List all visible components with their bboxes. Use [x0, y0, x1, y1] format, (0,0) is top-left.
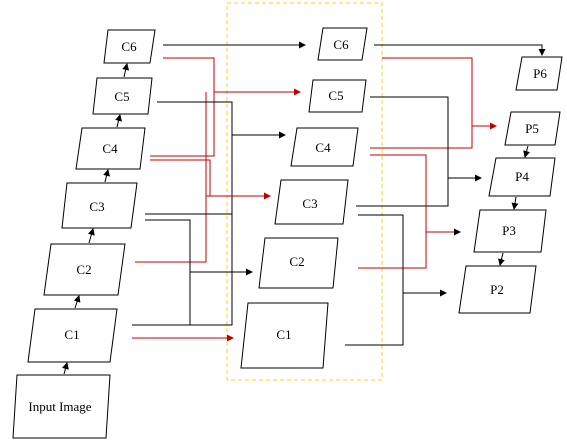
output-p6-box: P6: [515, 56, 563, 91]
output-p5-label: P5: [525, 121, 539, 136]
backbone-c6-box: C6: [103, 29, 156, 64]
edge-black-to-mid-c4: [132, 101, 286, 326]
bottom-up-arrows: [62, 63, 130, 375]
edge-black-to-mid-c2: [132, 219, 253, 326]
output-p3-label: P3: [502, 223, 516, 238]
middle-c1-label: C1: [276, 327, 291, 342]
backbone-c2-label: C2: [76, 262, 91, 277]
middle-c6-box: C6: [317, 27, 368, 61]
output-p4-box: P4: [488, 157, 556, 197]
backbone-c1-box: C1: [27, 308, 118, 363]
backbone-c1-label: C1: [64, 327, 79, 342]
middle-c4-label: C4: [315, 140, 331, 155]
edge-black-to-p2: [345, 214, 447, 346]
edge-red-to-mid-c3: [150, 159, 271, 200]
edge-red-to-mid-c5: [135, 57, 301, 263]
middle-c4-box: C4: [290, 127, 359, 167]
middle-c3-box: C3: [274, 179, 349, 225]
output-p2-label: P2: [490, 282, 504, 297]
output-p3-box: P3: [473, 209, 547, 253]
backbone-c4-label: C4: [102, 141, 118, 156]
edge-mid-c6-to-p6: [374, 44, 546, 56]
output-p5-box: P5: [504, 111, 561, 146]
backbone-c6-label: C6: [121, 39, 137, 54]
edge-red-to-p5: [370, 57, 497, 149]
output-p2-box: P2: [458, 265, 537, 314]
input-image-label: Input Image: [28, 399, 91, 414]
middle-c6-label: C6: [333, 37, 349, 52]
middle-c3-label: C3: [302, 196, 317, 211]
middle-group-highlight: [226, 2, 383, 381]
middle-c2-label: C2: [289, 254, 304, 269]
backbone-c5-label: C5: [114, 89, 129, 104]
output-p4-label: P4: [515, 169, 529, 184]
middle-c2-box: C2: [258, 237, 339, 289]
middle-c1-box: C1: [240, 302, 329, 369]
backbone-c4-box: C4: [75, 127, 146, 170]
output-top-down-arrows: [498, 145, 530, 266]
backbone-c5-box: C5: [92, 77, 153, 115]
edge-black-to-p4: [356, 96, 482, 207]
backbone-c3-label: C3: [89, 199, 104, 214]
input-image-box: Input Image: [12, 374, 111, 439]
middle-c5-label: C5: [328, 88, 343, 103]
output-p6-label: P6: [533, 66, 547, 81]
middle-c5-box: C5: [308, 79, 367, 113]
backbone-c2-box: C2: [43, 243, 126, 296]
edge-red-to-p3: [358, 154, 461, 269]
backbone-c3-box: C3: [61, 182, 138, 229]
